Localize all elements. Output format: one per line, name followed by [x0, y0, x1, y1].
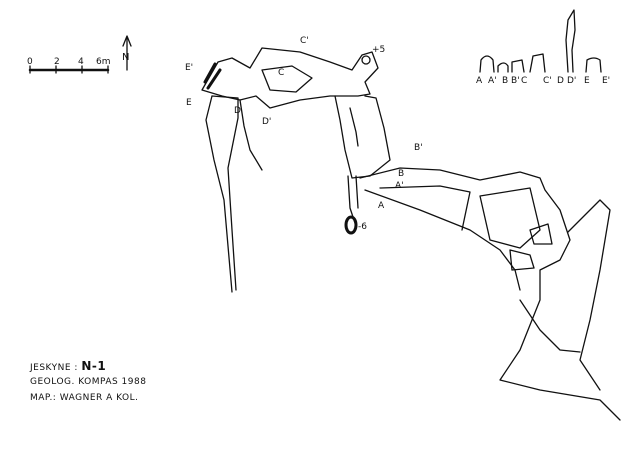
cave-id: N-1	[81, 359, 107, 373]
legend-label-b-prime: B'	[511, 76, 520, 86]
section-label-e-prime: E'	[185, 63, 193, 73]
lower-level	[359, 167, 621, 421]
legend-label-e: E	[584, 76, 590, 86]
legend-label-b: B	[502, 76, 508, 86]
depth-mark-top: +5	[372, 45, 385, 55]
scale-tick-4: 4	[78, 57, 84, 67]
section-label-c: C	[278, 68, 284, 78]
upper-passage	[201, 47, 379, 109]
profile-silhouettes	[479, 9, 602, 73]
depth-mark-shaft: -6	[358, 222, 367, 232]
legend-label-a-prime: A'	[488, 76, 497, 86]
section-label-a: A	[378, 201, 385, 211]
section-label-b-prime: B'	[414, 143, 423, 153]
legend-label-d-prime: D'	[567, 76, 576, 86]
section-label-d-prime: D'	[262, 117, 271, 127]
legend-label-c: C	[521, 76, 527, 86]
cave-name-prefix: JESKYNE :	[30, 363, 78, 373]
legend-label-c-prime: C'	[543, 76, 552, 86]
legend-label-a: A	[476, 76, 483, 86]
survey-line: GEOLOG. KOMPAS 1988	[30, 377, 147, 387]
section-label-e: E	[186, 98, 192, 108]
north-arrow-icon	[122, 35, 132, 71]
legend-label-e-prime: E'	[602, 76, 610, 86]
section-label-a-prime: A'	[395, 181, 404, 191]
section-label-b: B	[398, 169, 404, 179]
north-label: N	[122, 52, 129, 63]
map-authors-line: MAP.: WAGNER A KOL.	[30, 393, 139, 403]
west-tail-passage	[205, 95, 263, 293]
cave-name-line: JESKYNE : N-1	[30, 360, 106, 373]
scale-bar	[28, 65, 110, 74]
section-label-d: D	[234, 106, 241, 116]
scale-tick-0: 0	[27, 57, 33, 67]
section-label-c-prime: C'	[300, 36, 309, 46]
central-passage	[334, 95, 391, 235]
scale-tick-2: 2	[54, 57, 60, 67]
scale-tick-6m: 6m	[96, 57, 111, 67]
legend-label-d: D	[557, 76, 564, 86]
